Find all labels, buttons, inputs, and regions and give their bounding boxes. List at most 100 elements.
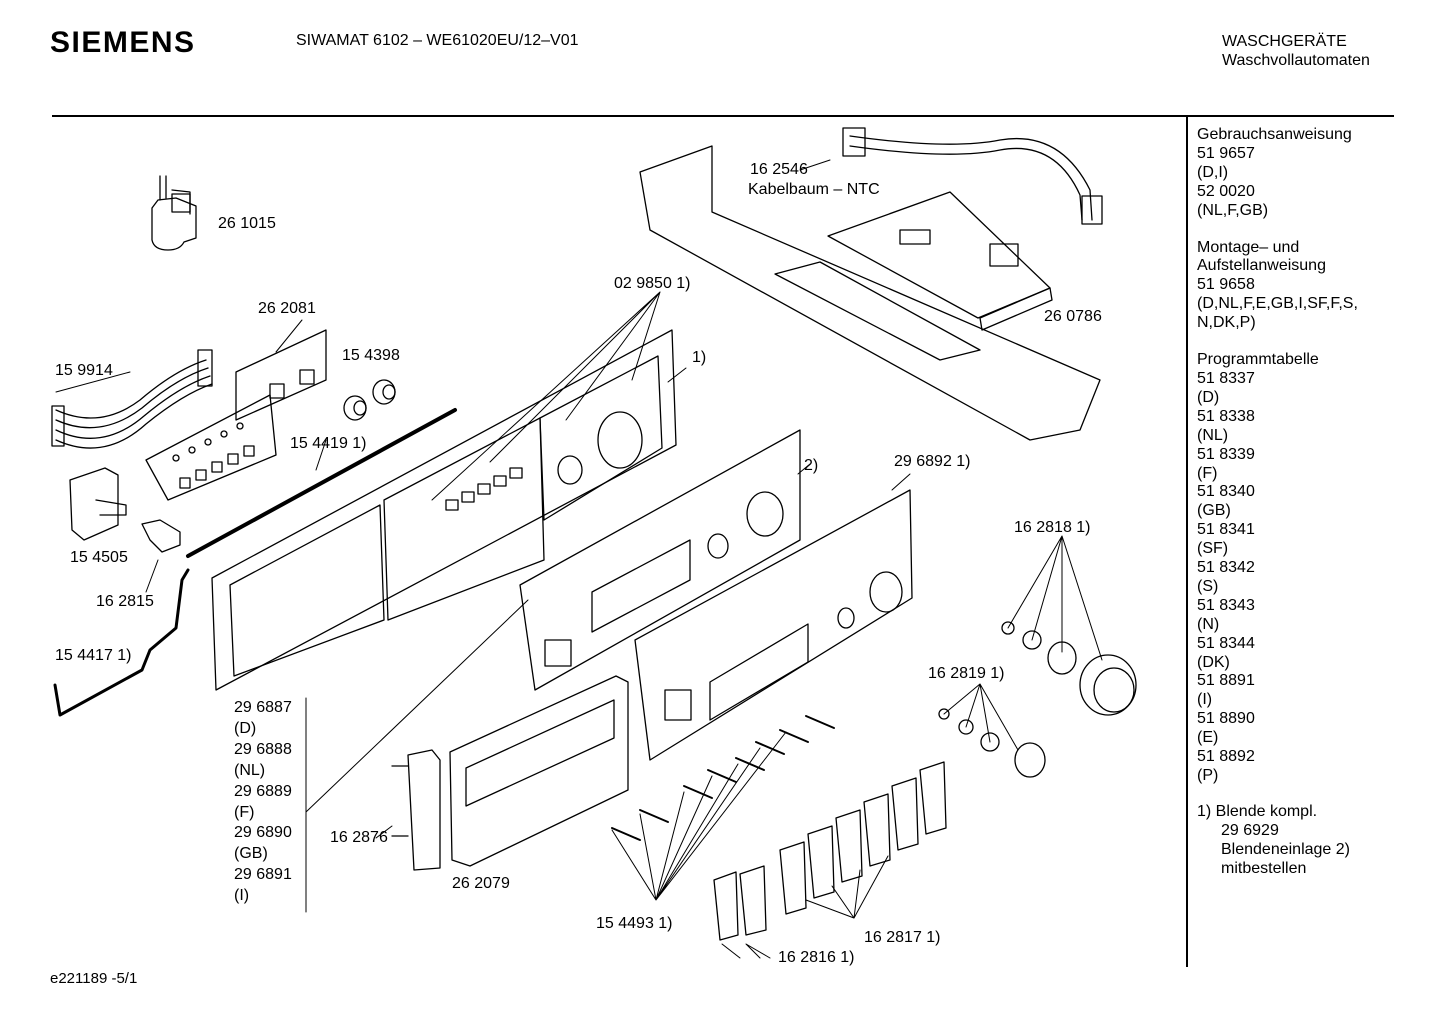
document-id: e221189 -5/1 xyxy=(50,970,138,987)
brand-logo: SIEMENS xyxy=(50,26,196,59)
sidebar-text: (E) xyxy=(1197,729,1219,747)
part-label-162876: 16 2876 xyxy=(330,829,388,846)
electronic-module xyxy=(640,128,1102,440)
sidebar-text: 51 8892 xyxy=(1197,748,1255,766)
leader-lines xyxy=(56,160,1102,958)
part-label-262079: 26 2079 xyxy=(452,875,510,892)
variant-line: (I) xyxy=(234,887,250,905)
sidebar-text: Aufstellanweisung xyxy=(1197,257,1326,275)
sidebar-text: 52 0020 xyxy=(1197,182,1255,200)
sidebar-text: Montage– und xyxy=(1197,238,1300,256)
sidebar-text: Programmtabelle xyxy=(1197,351,1319,369)
part-label-162546: 16 2546 xyxy=(750,161,808,178)
large-knob-part xyxy=(1002,622,1136,715)
front-panel xyxy=(635,490,912,760)
sidebar-text: (D,NL,F,E,GB,I,SF,F,S, xyxy=(1197,295,1358,313)
knob-pair-part xyxy=(344,380,395,420)
part-label-261015: 26 1015 xyxy=(218,215,276,232)
sidebar-text: 51 8344 xyxy=(1197,634,1255,652)
light-guide-part xyxy=(392,750,440,870)
variant-line: 29 6887 xyxy=(234,699,292,716)
footnote-line: mitbestellen xyxy=(1221,860,1307,877)
note-label-2: 2) xyxy=(804,457,819,474)
connector-part xyxy=(152,176,196,250)
bent-rod-part xyxy=(55,570,188,715)
variant-line: 29 6890 xyxy=(234,824,292,842)
sidebar-text: (NL,F,GB) xyxy=(1197,201,1269,219)
sidebar-divider xyxy=(1186,117,1188,967)
sidebar-text: 51 9657 xyxy=(1197,144,1255,162)
variant-line: 29 6891 xyxy=(234,866,292,884)
sidebar-text: 51 9658 xyxy=(1197,276,1255,294)
sidebar-text: 51 8341 xyxy=(1197,521,1255,539)
sidebar-block-manual: Gebrauchsanweisung 51 9657 (D,I) 52 0020… xyxy=(1197,126,1358,221)
sidebar-text: (D,I) xyxy=(1197,163,1229,181)
ribbon-cable-part xyxy=(52,350,212,448)
sidebar-text: (SF) xyxy=(1197,540,1229,558)
panel-variant-list: 29 6887 (D) 29 6888 (NL) 29 6889 (F) 29 … xyxy=(234,698,292,907)
sidebar-text: 51 8342 xyxy=(1197,559,1255,577)
category-heading: WASCHGERÄTE Waschvollautomaten xyxy=(1222,32,1370,70)
sidebar-text: (GB) xyxy=(1197,502,1231,520)
push-button-set-part xyxy=(714,762,946,940)
sidebar-text: 51 8338 xyxy=(1197,407,1255,425)
sidebar-text: 51 8343 xyxy=(1197,596,1255,614)
sidebar-text: N,DK,P) xyxy=(1197,314,1256,332)
circuit-board-part xyxy=(146,330,326,500)
sidebar-text: (I) xyxy=(1197,691,1213,709)
variant-line: (D) xyxy=(234,719,257,737)
sidebar-text: (D) xyxy=(1197,388,1220,406)
variant-line: (GB) xyxy=(234,845,268,863)
variant-line: (NL) xyxy=(234,761,266,779)
part-label-154419: 15 4419 1) xyxy=(290,435,367,452)
part-label-159914: 15 9914 xyxy=(55,362,113,379)
sidebar-text: 51 8337 xyxy=(1197,369,1255,387)
exploded-parts-drawing xyxy=(0,0,1180,1019)
sidebar: Gebrauchsanweisung 51 9657 (D,I) 52 0020… xyxy=(1197,126,1358,804)
control-panel-frame xyxy=(212,330,676,690)
sidebar-text: (P) xyxy=(1197,767,1219,784)
footnote-line: 1) Blende kompl. xyxy=(1197,803,1318,820)
note-label-1: 1) xyxy=(692,349,707,366)
variant-line: 29 6889 xyxy=(234,782,292,800)
sidebar-text: (F) xyxy=(1197,464,1218,482)
part-label-154417: 15 4417 1) xyxy=(55,647,132,664)
part-label-029850: 02 9850 1) xyxy=(614,275,691,292)
sidebar-block-installation: Montage– und Aufstellanweisung 51 9658 (… xyxy=(1197,239,1358,334)
part-label-kabelbaum: Kabelbaum – NTC xyxy=(748,181,880,198)
sidebar-text: 51 8340 xyxy=(1197,483,1255,501)
footnote: 1) Blende kompl. 29 6929 Blendeneinlage … xyxy=(1197,802,1350,878)
sidebar-text: (S) xyxy=(1197,577,1219,595)
sidebar-text: Gebrauchsanweisung xyxy=(1197,126,1352,143)
category-line-2: Waschvollautomaten xyxy=(1222,52,1370,69)
part-label-154398: 15 4398 xyxy=(342,347,400,364)
sidebar-text: 51 8891 xyxy=(1197,672,1255,690)
model-title: SIWAMAT 6102 – WE61020EU/12–V01 xyxy=(296,32,579,49)
category-line-1: WASCHGERÄTE xyxy=(1222,33,1347,50)
switch-part xyxy=(70,468,180,552)
part-label-162816: 16 2816 1) xyxy=(778,949,855,966)
variant-line: (F) xyxy=(234,803,255,821)
footnote-line: Blendeneinlage 2) xyxy=(1221,841,1350,858)
sidebar-block-program-table: Programmtabelle 51 8337 (D) 51 8338 (NL)… xyxy=(1197,351,1358,786)
header-divider xyxy=(52,115,1394,117)
part-label-162815: 16 2815 xyxy=(96,593,154,610)
sidebar-text: 51 8890 xyxy=(1197,710,1255,728)
part-label-296892: 29 6892 1) xyxy=(894,453,971,470)
part-label-260786: 26 0786 xyxy=(1044,308,1102,325)
footnote-line: 29 6929 xyxy=(1221,822,1279,839)
sidebar-text: 51 8339 xyxy=(1197,445,1255,463)
spring-set-part xyxy=(612,716,834,840)
variant-line: 29 6888 xyxy=(234,740,292,758)
sidebar-text: (DK) xyxy=(1197,653,1230,671)
part-label-162819: 16 2819 1) xyxy=(928,665,1005,682)
part-label-162817: 16 2817 1) xyxy=(864,929,941,946)
display-window-part xyxy=(450,676,628,866)
part-label-154493: 15 4493 1) xyxy=(596,915,673,932)
small-knob-part xyxy=(939,709,1045,777)
sidebar-text: (N) xyxy=(1197,615,1220,633)
part-label-154505: 15 4505 xyxy=(70,549,128,566)
light-rod-part xyxy=(188,410,455,556)
sidebar-text: (NL) xyxy=(1197,426,1229,444)
insert-plate xyxy=(520,430,800,690)
